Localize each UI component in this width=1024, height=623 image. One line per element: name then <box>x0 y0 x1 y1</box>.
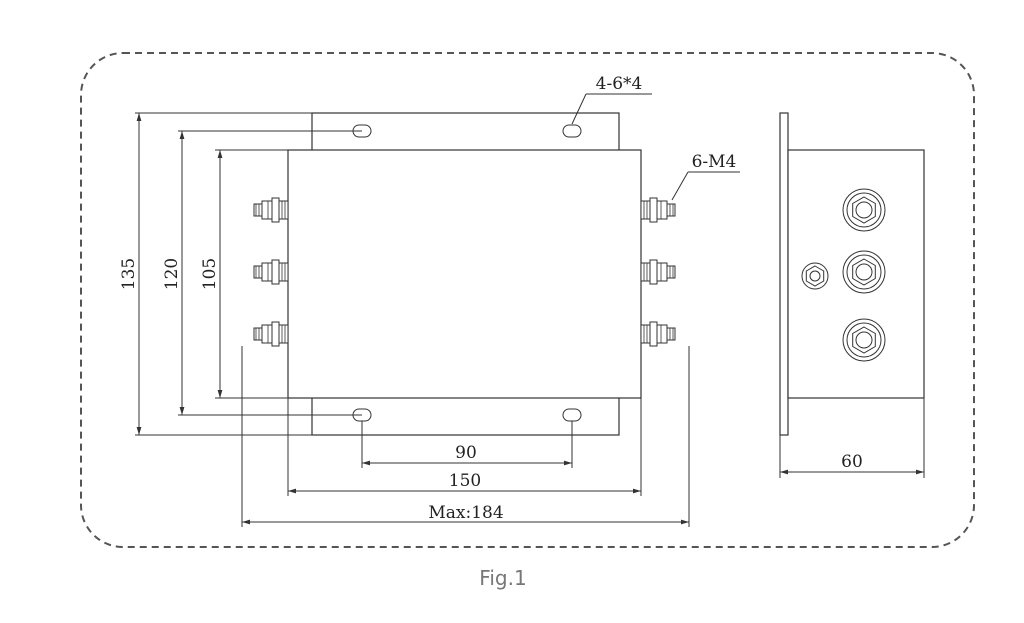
side-view <box>779 112 925 478</box>
dimension-label-135: 135 <box>119 258 139 290</box>
terminal-face-top-icon <box>842 188 886 232</box>
figure-caption: Fig.1 <box>479 566 526 590</box>
ground-stud-icon <box>801 262 829 290</box>
side-flange <box>779 112 789 436</box>
dimension-label-120: 120 <box>162 258 182 290</box>
dimension-label-60: 60 <box>841 452 863 472</box>
mounting-hole-top-right <box>562 124 582 138</box>
dimension-label-150: 150 <box>449 471 481 491</box>
callout-label-terminals: 6-M4 <box>692 152 737 172</box>
callout-label-holes: 4-6*4 <box>596 74 643 94</box>
terminal-face-middle-icon <box>842 250 886 294</box>
filter-body <box>287 149 642 399</box>
terminal-left-1 <box>253 197 289 223</box>
terminal-right-1 <box>640 197 676 223</box>
terminal-face-bottom-icon <box>842 318 886 362</box>
dimension-label-90: 90 <box>455 443 477 463</box>
dashed-frame <box>80 52 975 548</box>
dimension-label-max: Max:184 <box>428 503 503 523</box>
terminal-left-2 <box>253 259 289 285</box>
dimension-label-105: 105 <box>200 258 220 290</box>
dimension-lines <box>135 93 740 527</box>
terminal-right-2 <box>640 259 676 285</box>
terminal-right-3 <box>640 321 676 347</box>
front-view <box>253 112 676 436</box>
terminal-left-3 <box>253 321 289 347</box>
